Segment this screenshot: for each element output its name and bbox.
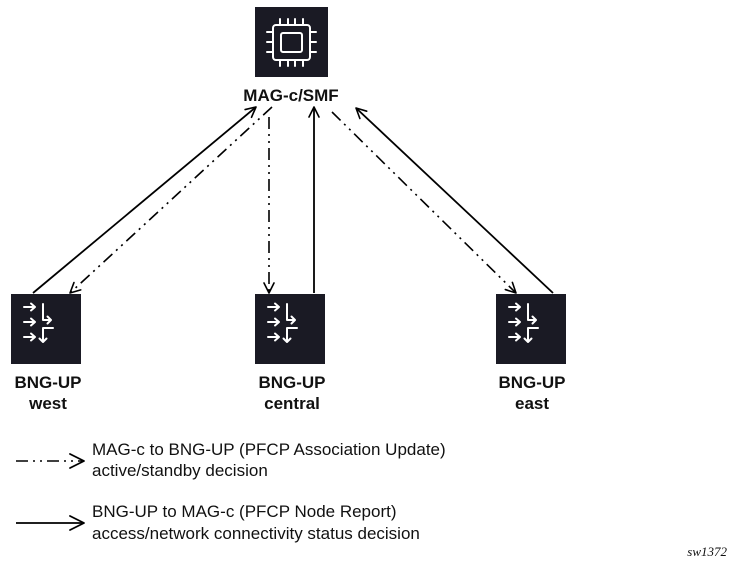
legend-item-node-report: BNG-UP to MAG-c (PFCP Node Report) acces… <box>16 502 420 543</box>
node-east-label-line1: BNG-UP <box>498 373 565 392</box>
node-central-label-line1: BNG-UP <box>258 373 325 392</box>
controller-box <box>255 7 328 77</box>
node-bng-up-central: BNG-UP central <box>255 294 326 413</box>
legend-item-1-line2: active/standby decision <box>92 461 268 480</box>
connection-controller-to-east <box>331 111 517 294</box>
node-bng-up-west: BNG-UP west <box>11 294 82 413</box>
legend: MAG-c to BNG-UP (PFCP Association Update… <box>16 440 446 543</box>
connection-east-to-controller <box>355 107 554 294</box>
legend-item-2-line1: BNG-UP to MAG-c (PFCP Node Report) <box>92 502 397 521</box>
connections <box>32 106 554 294</box>
node-bng-up-east: BNG-UP east <box>496 294 566 413</box>
chip-icon <box>266 18 317 67</box>
node-central-label-line2: central <box>264 394 320 413</box>
connection-controller-to-west <box>69 106 273 294</box>
figure-id: sw1372 <box>687 544 727 559</box>
node-east-label-line2: east <box>515 394 549 413</box>
controller-node: MAG-c/SMF <box>243 7 339 105</box>
node-west-label-line2: west <box>28 394 67 413</box>
connection-west-to-controller <box>32 106 257 294</box>
node-west-label-line1: BNG-UP <box>14 373 81 392</box>
legend-item-2-line2: access/network connectivity status decis… <box>92 524 420 543</box>
controller-label: MAG-c/SMF <box>243 86 338 105</box>
legend-item-association-update: MAG-c to BNG-UP (PFCP Association Update… <box>16 440 446 480</box>
legend-item-1-line1: MAG-c to BNG-UP (PFCP Association Update… <box>92 440 446 459</box>
